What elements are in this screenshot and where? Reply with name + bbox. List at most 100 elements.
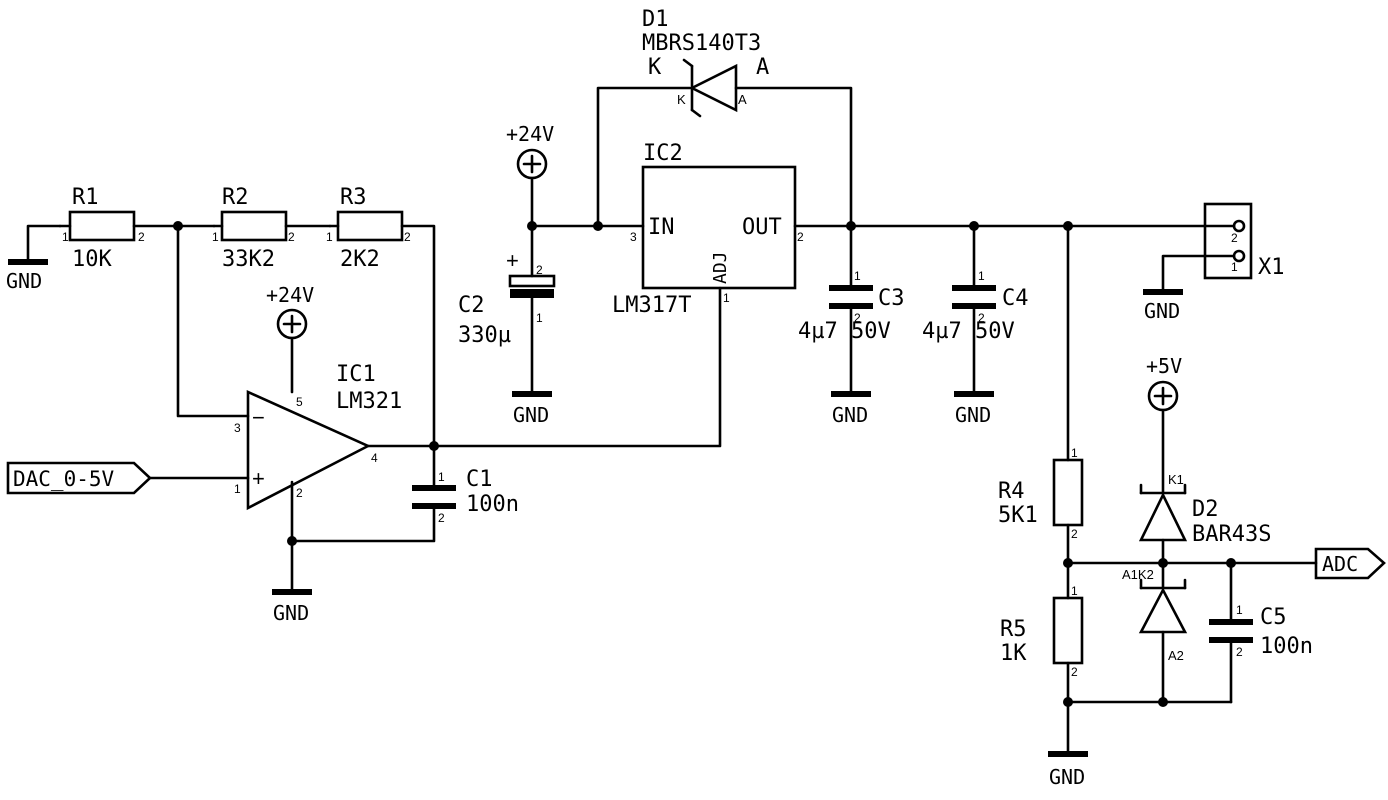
junction-dot bbox=[1226, 558, 1236, 568]
c5-pin1: 1 bbox=[1236, 603, 1243, 617]
r3-pin2: 2 bbox=[404, 230, 411, 244]
ic1-pin2: 2 bbox=[296, 486, 303, 500]
c5-pin2: 2 bbox=[1236, 645, 1243, 659]
ic1-plus-symbol: + bbox=[252, 466, 265, 491]
ground-symbol: GND bbox=[1048, 751, 1088, 789]
junction-dot bbox=[1063, 221, 1073, 231]
dac-port-label: DAC_0-5V bbox=[13, 467, 115, 491]
resistor-r5: R5 1K 1 2 bbox=[1000, 584, 1084, 679]
junctions bbox=[173, 221, 1236, 707]
x1-pin1: 1 bbox=[1231, 260, 1238, 274]
gnd-label: GND bbox=[832, 403, 868, 427]
c3-value: 4µ7 50V bbox=[798, 319, 891, 344]
resistor-r4: R4 5K1 1 2 bbox=[998, 446, 1084, 541]
d1-value: MBRS140T3 bbox=[642, 31, 761, 56]
capacitor-c5: C5 100n 1 2 bbox=[1209, 603, 1313, 659]
junction-dot bbox=[846, 221, 856, 231]
c1-pin2: 2 bbox=[438, 511, 445, 525]
c2-value: 330µ bbox=[458, 323, 511, 348]
d2-pin-k1: K1 bbox=[1168, 472, 1184, 487]
ic1-pin5: 5 bbox=[296, 395, 303, 409]
r2-value: 33K2 bbox=[222, 247, 275, 272]
c2-pin2: 2 bbox=[536, 263, 543, 277]
ic1-minus-symbol: − bbox=[252, 405, 265, 430]
junction-dot bbox=[527, 221, 537, 231]
r3-value: 2K2 bbox=[340, 247, 380, 272]
r3-pin1: 1 bbox=[326, 230, 333, 244]
ic2-pin1: 1 bbox=[723, 291, 730, 305]
x1-pin2: 2 bbox=[1231, 231, 1238, 245]
r4-value: 5K1 bbox=[998, 503, 1038, 528]
c4-pin2: 2 bbox=[978, 311, 985, 325]
ground-symbol: GND bbox=[954, 391, 994, 427]
ic1-pin3: 3 bbox=[234, 421, 241, 435]
c5-name: C5 bbox=[1260, 605, 1287, 630]
c3-name: C3 bbox=[878, 286, 905, 311]
capacitor-c4: C4 4µ7 50V 1 2 bbox=[922, 269, 1029, 344]
r2-pin1: 1 bbox=[212, 230, 219, 244]
c2-polarity: + bbox=[506, 248, 519, 273]
r4-name: R4 bbox=[998, 479, 1025, 504]
resistor-r2: R2 33K2 1 2 bbox=[212, 185, 295, 272]
junction-dot bbox=[1063, 558, 1073, 568]
r4-pin2: 2 bbox=[1071, 527, 1078, 541]
ic2-in-label: IN bbox=[648, 215, 675, 240]
d2-name: D2 bbox=[1192, 497, 1219, 522]
junction-dot bbox=[173, 221, 183, 231]
ic2-out-label: OUT bbox=[742, 215, 782, 240]
r4-pin1: 1 bbox=[1071, 446, 1078, 460]
r5-value: 1K bbox=[1000, 641, 1027, 666]
d1-pin-k: K bbox=[677, 92, 686, 107]
gnd-label: GND bbox=[6, 269, 42, 293]
c1-name: C1 bbox=[466, 467, 493, 492]
c3-pin1: 1 bbox=[854, 269, 861, 283]
c3-pin2: 2 bbox=[854, 311, 861, 325]
r5-pin2: 2 bbox=[1071, 665, 1078, 679]
ic2-name: IC2 bbox=[643, 141, 683, 166]
r5-pin1: 1 bbox=[1071, 584, 1078, 598]
ic2-pin2: 2 bbox=[797, 230, 804, 244]
d2-pin-a1k2: A1K2 bbox=[1122, 567, 1154, 582]
ground-symbol: GND bbox=[272, 589, 312, 625]
c2-name: C2 bbox=[458, 293, 485, 318]
d2-pin-a2: A2 bbox=[1168, 648, 1184, 663]
diode-d1: D1 MBRS140T3 K A K A bbox=[642, 7, 769, 118]
capacitor-c3: C3 4µ7 50V 1 2 bbox=[798, 269, 905, 344]
d2-value: BAR43S bbox=[1192, 522, 1271, 547]
supply-5v: +5V bbox=[1146, 354, 1182, 412]
junction-dot bbox=[969, 221, 979, 231]
r1-value: 10K bbox=[72, 247, 112, 272]
ic2-value: LM317T bbox=[612, 293, 691, 318]
c2-pin1: 1 bbox=[536, 311, 543, 325]
gnd-label: GND bbox=[955, 403, 991, 427]
r2-pin2: 2 bbox=[288, 230, 295, 244]
port-adc: ADC bbox=[1314, 547, 1386, 580]
resistor-r1: R1 10K 1 2 bbox=[58, 185, 145, 272]
d1-name: D1 bbox=[642, 7, 669, 32]
diode-d2: D2 BAR43S K1 A1K2 A2 bbox=[1122, 472, 1271, 663]
supply-24v-opamp: +24V bbox=[266, 283, 314, 340]
opamp-ic1: − + IC1 LM321 3 1 5 2 4 bbox=[234, 362, 402, 511]
capacitor-c1: C1 100n 1 2 bbox=[412, 467, 519, 525]
r5-name: R5 bbox=[1000, 617, 1027, 642]
junction-dot bbox=[593, 221, 603, 231]
wires bbox=[26, 86, 1318, 754]
supply-24v-label: +24V bbox=[266, 283, 314, 307]
gnd-label: GND bbox=[1049, 765, 1085, 789]
r3-name: R3 bbox=[340, 185, 367, 210]
junction-dot bbox=[287, 536, 297, 546]
supply-24v-regulator: +24V bbox=[506, 122, 554, 180]
port-dac: DAC_0-5V bbox=[6, 461, 152, 495]
r2-name: R2 bbox=[222, 185, 249, 210]
resistor-r3: R3 2K2 1 2 bbox=[326, 185, 411, 272]
c4-name: C4 bbox=[1002, 286, 1029, 311]
ic2-pin3: 3 bbox=[630, 230, 637, 244]
gnd-label: GND bbox=[273, 601, 309, 625]
c4-pin1: 1 bbox=[978, 269, 985, 283]
d1-pin-a: A bbox=[738, 92, 747, 107]
ic2-adj-label: ADJ bbox=[710, 251, 731, 284]
ic1-name: IC1 bbox=[336, 362, 376, 387]
c4-value: 4µ7 50V bbox=[922, 319, 1015, 344]
adc-port-label: ADC bbox=[1322, 552, 1358, 576]
